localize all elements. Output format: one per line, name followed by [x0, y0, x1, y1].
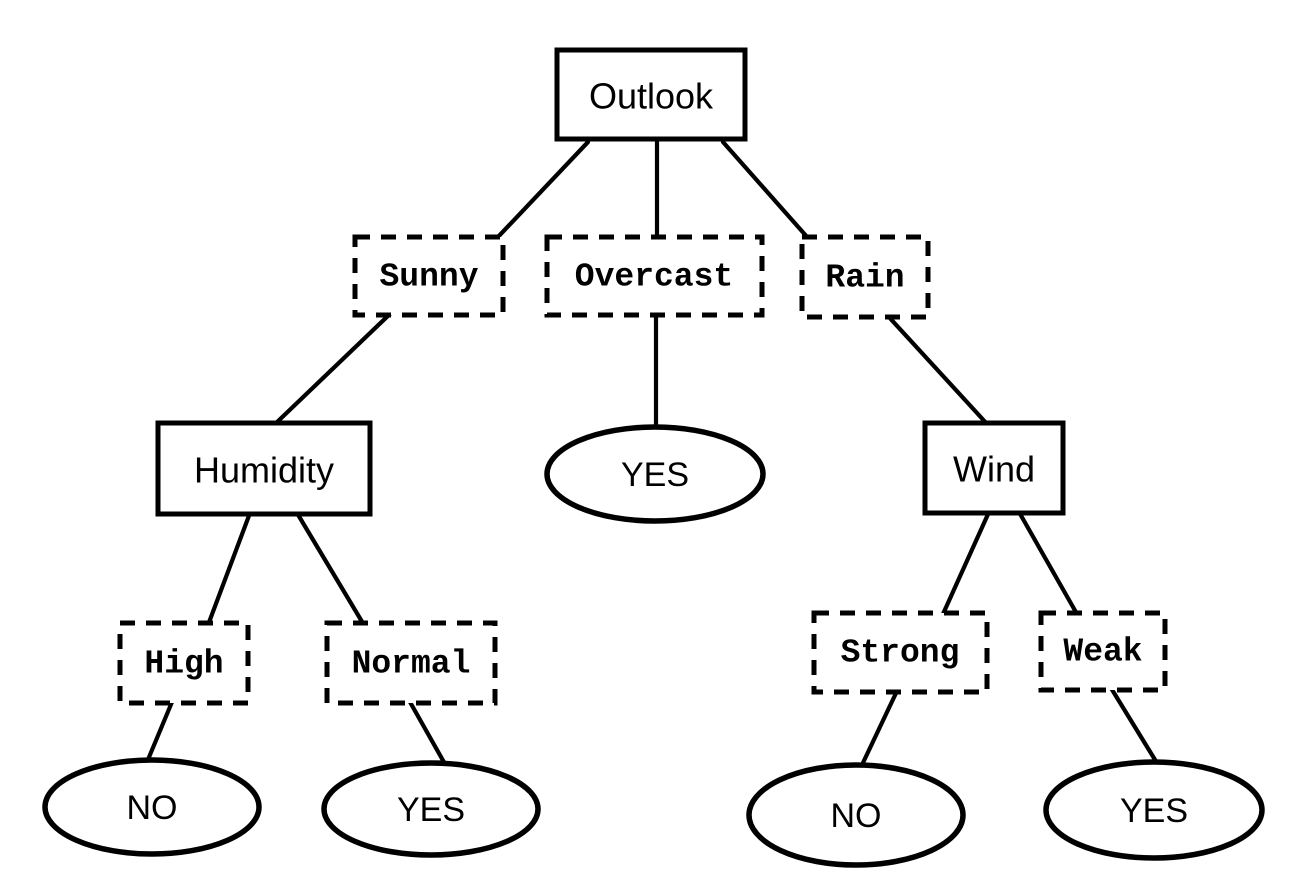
- edge-weak-yes: [1108, 685, 1160, 766]
- node-outlook: Outlook: [554, 47, 748, 142]
- outlook-label: Outlook: [589, 76, 714, 117]
- rain-label: Rain: [825, 260, 904, 297]
- edge-sunny-humidity: [271, 309, 395, 428]
- humidity-box: [155, 420, 373, 517]
- node-rain: Rain: [799, 234, 931, 320]
- leaf-yes-overcast: YES: [544, 424, 766, 524]
- edge-humidity-normal: [294, 510, 367, 628]
- high-label: High: [144, 646, 223, 683]
- node-sunny: Sunny: [352, 234, 506, 318]
- edge-humidity-high: [205, 510, 253, 628]
- no-strong-ellipse: [746, 762, 966, 868]
- strong-box: [811, 610, 990, 695]
- wind-box: [922, 420, 1066, 516]
- strong-label: Strong: [841, 635, 960, 672]
- node-wind: Wind: [922, 420, 1066, 516]
- overcast-label: Overcast: [575, 259, 733, 296]
- yes-normal-ellipse: [321, 760, 541, 858]
- edge-high-no: [144, 699, 175, 765]
- rain-box: [799, 234, 931, 320]
- node-weak: Weak: [1038, 610, 1168, 693]
- yes-normal-label: YES: [397, 791, 465, 829]
- leaf-yes-normal: YES: [321, 760, 541, 858]
- node-high: High: [117, 620, 251, 706]
- leaf-no-high: NO: [42, 757, 262, 857]
- edge-normal-yes: [407, 699, 448, 767]
- normal-label: Normal: [352, 646, 471, 683]
- weak-label: Weak: [1063, 634, 1142, 671]
- wind-label: Wind: [953, 449, 1035, 490]
- edge-outlook-rain: [720, 139, 811, 241]
- sunny-box: [352, 234, 506, 318]
- node-overcast: Overcast: [544, 234, 765, 318]
- outlook-box: [554, 47, 748, 142]
- no-strong-label: NO: [831, 797, 882, 835]
- overcast-box: [544, 234, 765, 318]
- edge-strong-no: [858, 688, 900, 770]
- high-box: [117, 620, 251, 706]
- leaf-yes-weak: YES: [1043, 759, 1265, 861]
- humidity-label: Humidity: [194, 450, 334, 491]
- yes-overcast-label: YES: [621, 456, 689, 494]
- node-normal: Normal: [324, 620, 498, 706]
- edge-wind-weak: [1016, 509, 1080, 617]
- node-strong: Strong: [811, 610, 990, 695]
- edge-rain-wind: [885, 313, 991, 428]
- edge-outlook-sunny: [494, 139, 591, 241]
- normal-box: [324, 620, 498, 706]
- leaf-no-strong: NO: [746, 762, 966, 868]
- yes-weak-label: YES: [1120, 792, 1188, 830]
- sunny-label: Sunny: [379, 259, 478, 296]
- yes-weak-ellipse: [1043, 759, 1265, 861]
- edges: [144, 137, 1160, 770]
- node-humidity: Humidity: [155, 420, 373, 517]
- edge-wind-strong: [940, 509, 992, 617]
- yes-overcast-ellipse: [544, 424, 766, 524]
- no-high-label: NO: [127, 789, 178, 827]
- no-high-ellipse: [42, 757, 262, 857]
- weak-box: [1038, 610, 1168, 693]
